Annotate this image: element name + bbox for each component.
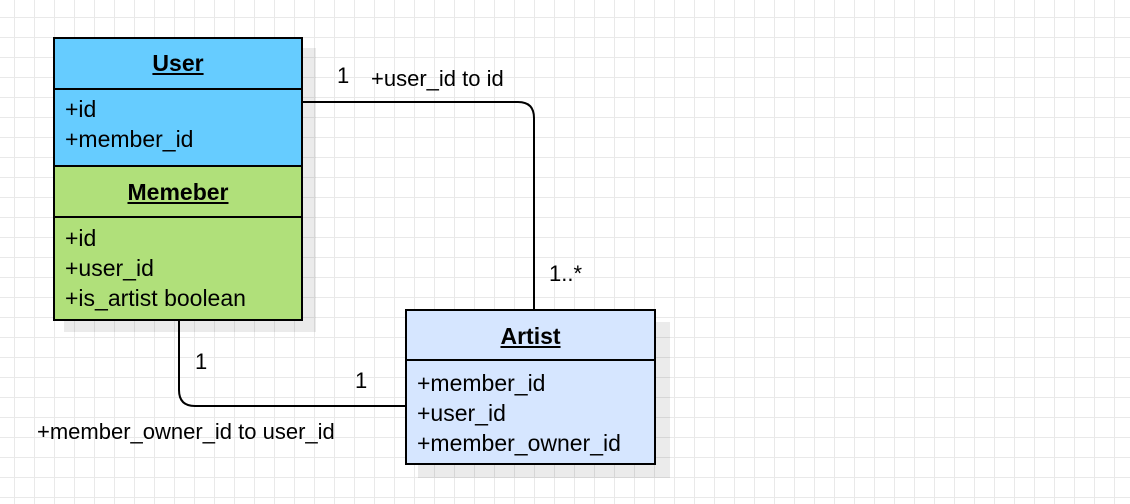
member-artist-connector[interactable] <box>178 320 406 407</box>
user-attr-id: +id <box>65 96 97 122</box>
artist-attr-member-id: +member_id <box>417 370 546 396</box>
artist-class-attributes: +member_id +user_id +member_owner_id <box>417 368 621 458</box>
user-attr-member-id: +member_id <box>65 126 194 152</box>
artist-attr-user-id: +user_id <box>417 400 506 426</box>
artist-class-title: Artist <box>500 323 561 349</box>
member-artist-label: +member_owner_id to user_id <box>37 419 335 444</box>
member-attr-id: +id <box>65 225 97 251</box>
user-artist-source-multiplicity: 1 <box>337 63 350 88</box>
user-class[interactable]: User +id +member_id <box>53 37 303 167</box>
user-artist-connector[interactable] <box>303 101 535 310</box>
artist-class-divider <box>407 359 654 361</box>
user-class-divider <box>55 88 301 90</box>
member-class-attributes: +id +user_id +is_artist boolean <box>65 223 246 313</box>
member-class[interactable]: Memeber +id +user_id +is_artist boolean <box>53 165 303 321</box>
member-attr-is-artist: +is_artist boolean <box>65 285 246 311</box>
user-class-attributes: +id +member_id <box>65 94 193 154</box>
user-class-title: User <box>152 50 204 76</box>
member-artist-target-multiplicity: 1 <box>355 368 368 393</box>
member-class-divider <box>55 216 301 218</box>
member-class-title: Memeber <box>127 179 229 205</box>
artist-attr-member-owner-id: +member_owner_id <box>417 430 621 456</box>
user-artist-target-multiplicity: 1..* <box>549 261 583 286</box>
artist-class[interactable]: Artist +member_id +user_id +member_owner… <box>405 309 656 465</box>
member-artist-source-multiplicity: 1 <box>195 349 208 374</box>
member-attr-user-id: +user_id <box>65 255 154 281</box>
user-artist-label: +user_id to id <box>371 66 504 91</box>
